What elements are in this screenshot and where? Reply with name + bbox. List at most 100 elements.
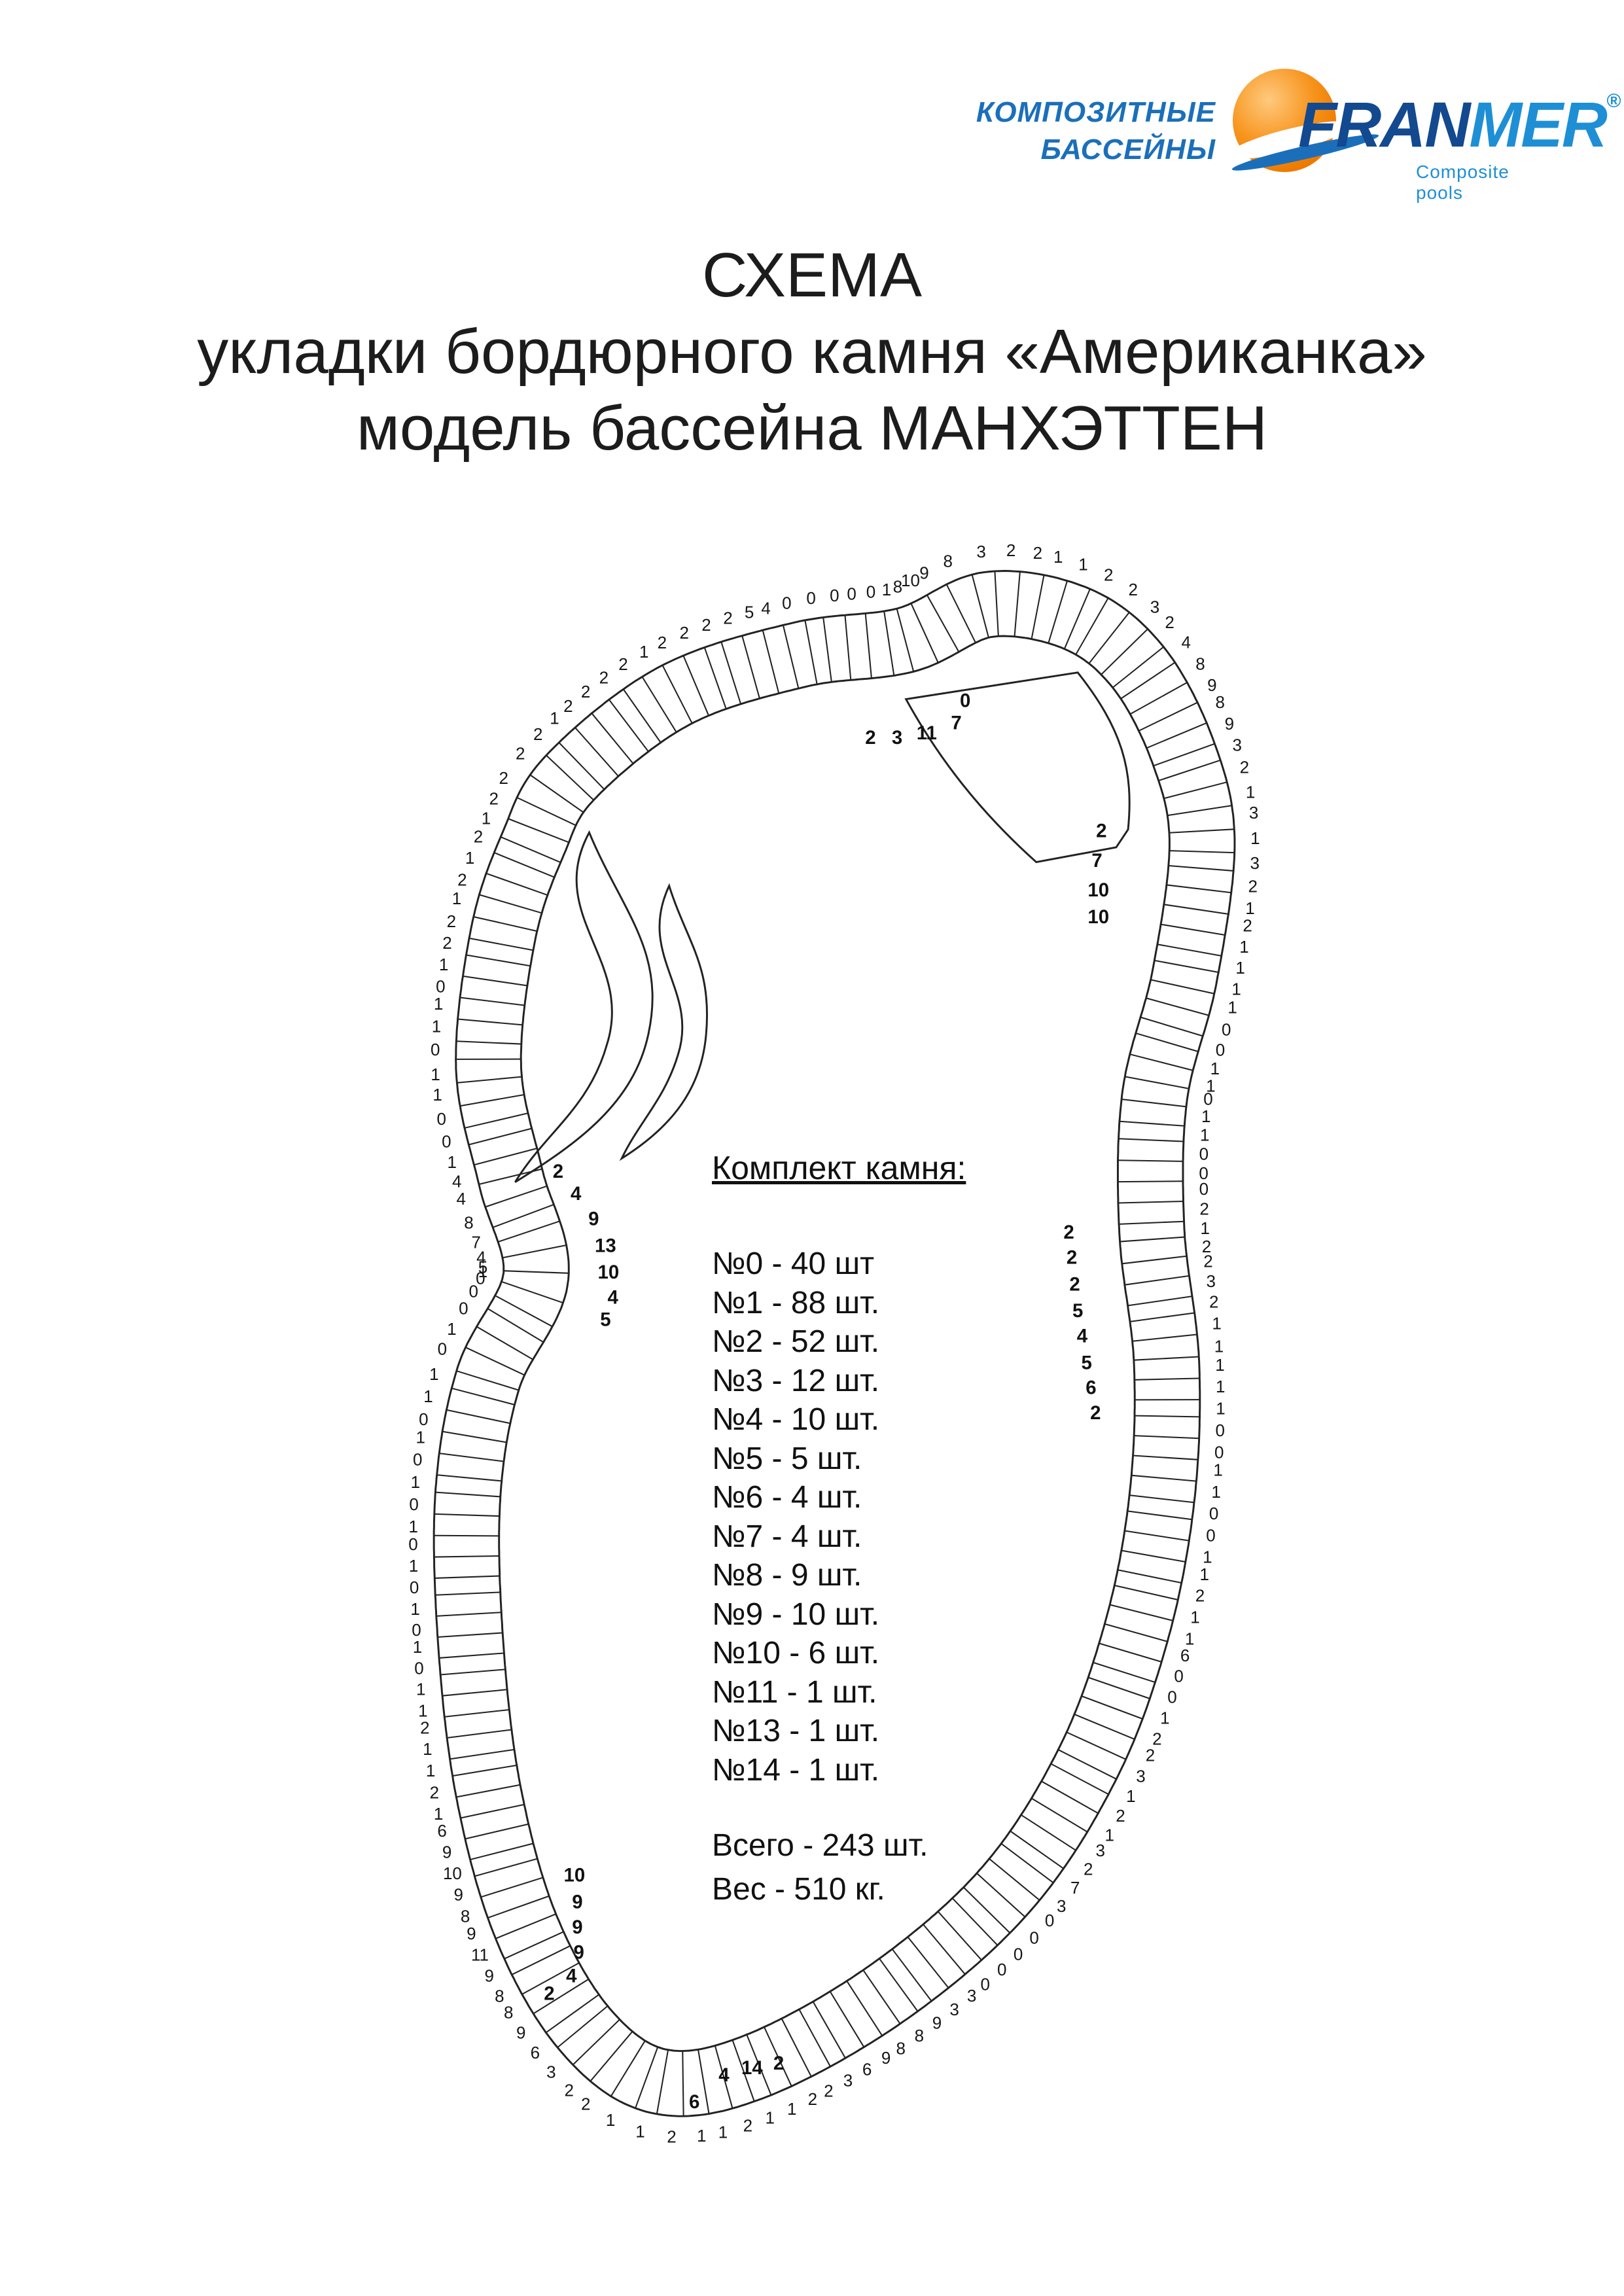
logo-fran: FRAN (1298, 89, 1470, 160)
stone-number-label: 2 (447, 911, 456, 931)
stone-number-label-bold: 2 (544, 1983, 554, 2005)
stone-number-label-bold: 5 (600, 1309, 610, 1331)
stone-number-label: 0 (438, 1339, 447, 1359)
stone-number-label: 0 (413, 1450, 422, 1470)
stone-number-label-bold: 4 (1077, 1326, 1088, 1347)
stone-number-label: 0 (476, 1269, 485, 1288)
legend-item: №10 - 6 шт. (712, 1636, 880, 1670)
stone-number-label: 10 (901, 571, 920, 590)
stone-number-label: 2 (563, 696, 573, 716)
stone-number-label: 1 (1078, 554, 1087, 574)
stone-number-label: 2 (533, 724, 542, 744)
stone-number-label-bold: 2 (1096, 821, 1106, 842)
legend-item: №1 - 88 шт. (712, 1285, 880, 1320)
stone-number-label: 1 (1250, 828, 1260, 848)
stone-number-label: 3 (1250, 853, 1259, 873)
stone-number-label: 8 (1216, 692, 1225, 712)
stone-number-label-bold: 6 (689, 2091, 699, 2113)
stone-number-label-bold: 14 (741, 2057, 763, 2079)
legend-item: №2 - 52 шт. (712, 1324, 880, 1359)
stone-number-label-bold: 2 (553, 1161, 563, 1182)
stone-number-label: 1 (411, 1472, 420, 1492)
registered-mark: ® (1606, 90, 1621, 112)
stone-number-label-bold: 9 (572, 1891, 582, 1913)
stone-number-label: 1 (1203, 1547, 1212, 1566)
stone-number-label: 2 (581, 682, 590, 701)
stone-number-label: 1 (1200, 1564, 1209, 1584)
stone-number-label: 2 (442, 933, 451, 953)
stone-number-label: 8 (915, 2026, 924, 2045)
stone-number-label: 3 (1096, 1841, 1105, 1860)
stone-number-label: 9 (485, 1966, 494, 1985)
stone-number-label: 1 (431, 1065, 440, 1084)
legend-item: №14 - 1 шт. (712, 1752, 880, 1788)
stone-number-label: 1 (1227, 998, 1237, 1017)
stone-number-label-bold: 10 (598, 1262, 620, 1283)
stone-number-label: 6 (1180, 1646, 1190, 1665)
stone-number-label: 4 (761, 598, 770, 618)
stone-number-label: 0 (1014, 1944, 1023, 1964)
stone-number-label-bold: 4 (608, 1287, 619, 1309)
stone-number-label: 2 (680, 623, 689, 643)
stone-number-label: 2 (808, 2089, 817, 2109)
stone-number-label: 1 (452, 889, 461, 908)
stone-number-label: 3 (967, 1986, 976, 2005)
stone-number-label: 1 (432, 1017, 441, 1036)
legend-item: №9 - 10 шт. (712, 1597, 880, 1632)
franmer-logo: FRANMER® Composite pools (1225, 69, 1621, 203)
stone-number-label: 1 (408, 1517, 417, 1536)
stone-number-label: 1 (1215, 1355, 1224, 1375)
stone-number-label-bold: 10 (1087, 906, 1109, 928)
stone-number-label: 2 (1202, 1237, 1211, 1256)
stone-number-label: 1 (1160, 1708, 1169, 1727)
stone-number-label: 9 (516, 2022, 525, 2042)
stone-number-label: 8 (1195, 654, 1205, 673)
stone-number-label: 0 (806, 588, 815, 608)
stone-number-label: 1 (418, 1701, 427, 1720)
stone-number-label: 1 (478, 1262, 487, 1281)
stone-number-label-bold: 2 (1090, 1402, 1101, 1424)
stone-number-label: 2 (1116, 1806, 1125, 1826)
stone-number-label: 1 (1200, 1218, 1209, 1238)
stone-number-label: 1 (1210, 1059, 1220, 1078)
stone-number-label: 2 (1195, 1586, 1205, 1606)
stone-number-label: 0 (469, 1282, 478, 1301)
stone-number-label-bold: 13 (595, 1235, 616, 1256)
stone-number-label: 8 (893, 576, 902, 596)
stone-number-label: 0 (419, 1409, 428, 1429)
stone-number-label: 0 (830, 586, 839, 605)
title-line2: укладки бордюрного камня «Американка» (197, 317, 1427, 387)
stone-number-label: 9 (442, 1843, 451, 1862)
stone-number-label: 0 (442, 1132, 451, 1152)
wave-ornament-large (514, 830, 654, 1183)
stone-number-label: 0 (436, 1109, 446, 1129)
stone-number-label: 2 (1129, 580, 1138, 599)
legend-item: №6 - 4 шт. (712, 1480, 862, 1515)
stone-number-label: 1 (1201, 1106, 1210, 1126)
stone-number-label: 0 (1216, 1421, 1225, 1440)
stone-number-label: 1 (1190, 1608, 1199, 1627)
stone-number-label: 9 (919, 563, 928, 582)
stair-outline (904, 671, 1131, 864)
legend-item: №4 - 10 шт. (712, 1402, 880, 1437)
stone-number-label: 1 (410, 1599, 419, 1619)
stone-number-label: 5 (745, 603, 754, 622)
stone-number-label: 0 (1174, 1667, 1183, 1686)
stone-number-label: 2 (824, 2081, 833, 2101)
logo-wordmark: FRANMER® (1298, 88, 1621, 162)
stone-number-label: 2 (723, 609, 732, 628)
stone-number-label: 1 (1053, 547, 1063, 567)
stone-number-label: 2 (1006, 540, 1015, 560)
stone-number-label: 1 (1200, 1125, 1209, 1144)
stone-number-label: 1 (482, 808, 491, 828)
stone-number-label: 2 (430, 1782, 439, 1802)
stone-number-label: 4 (476, 1247, 485, 1267)
stone-number-label: 8 (504, 2002, 513, 2022)
stone-number-label: 0 (866, 582, 875, 602)
stone-number-label-bold: 11 (917, 722, 937, 744)
stone-number-label: 1 (1216, 1377, 1225, 1396)
stone-number-label: 0 (782, 593, 791, 612)
stone-number-label-bold: 2 (1067, 1247, 1077, 1269)
stone-number-label: 0 (1045, 1911, 1054, 1930)
